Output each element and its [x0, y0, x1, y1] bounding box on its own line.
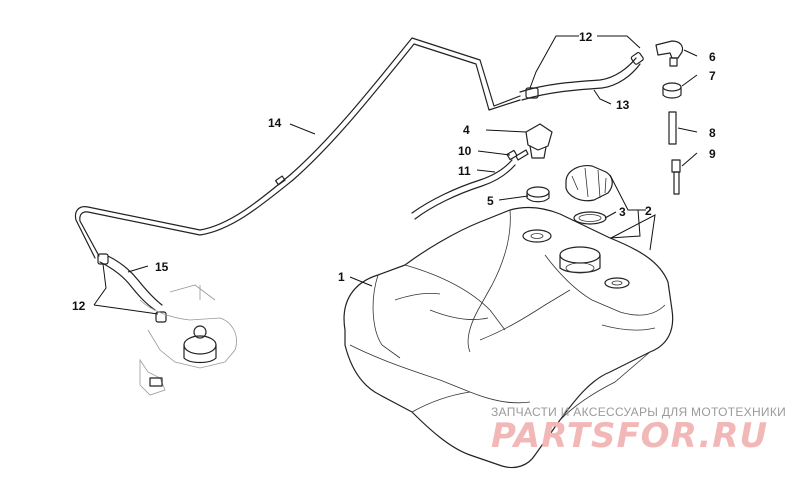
elbow-fitting [655, 40, 684, 67]
callout-10: 10 [458, 144, 472, 158]
callouts: 1 2 3 4 5 6 7 8 9 10 11 12 13 14 15 12 [72, 30, 716, 313]
check-valve [671, 159, 681, 195]
callout-14: 14 [268, 116, 282, 130]
callout-12-upper: 12 [579, 30, 593, 44]
watermark: ЗАПЧАСТИ И АКСЕССУАРЫ ДЛЯ МОТОТЕХНИКИ PA… [491, 405, 786, 456]
callout-4: 4 [463, 123, 470, 137]
callout-8: 8 [709, 126, 716, 140]
clamp-10 [506, 149, 518, 161]
fuel-cap [565, 165, 613, 202]
rollover-valve [515, 123, 553, 161]
watermark-tagline: ЗАПЧАСТИ И АКСЕССУАРЫ ДЛЯ МОТОТЕХНИКИ [491, 405, 786, 419]
watermark-logo: PARTSFOR.RU [491, 416, 768, 456]
upper-hose [519, 52, 644, 101]
short-hose [411, 159, 516, 220]
callout-7: 7 [709, 69, 716, 83]
callout-9: 9 [709, 147, 716, 161]
callout-11: 11 [458, 164, 471, 178]
callout-12-lower: 12 [72, 299, 86, 313]
vent-pipe [668, 111, 677, 145]
callout-13: 13 [616, 98, 630, 112]
cap-seal-ring [573, 211, 607, 225]
callout-5: 5 [487, 194, 494, 208]
fuel-tank [343, 206, 674, 469]
callout-6: 6 [709, 50, 716, 64]
vent-tube [74, 37, 521, 259]
lower-hose [97, 253, 167, 323]
callout-3: 3 [619, 205, 626, 219]
carburetor-outline [139, 284, 237, 396]
vent-grommet [662, 82, 682, 99]
callout-1: 1 [338, 270, 345, 284]
callout-15: 15 [155, 260, 169, 274]
leader-lines [93, 35, 698, 315]
callout-2: 2 [645, 204, 652, 218]
grommet [526, 186, 550, 203]
